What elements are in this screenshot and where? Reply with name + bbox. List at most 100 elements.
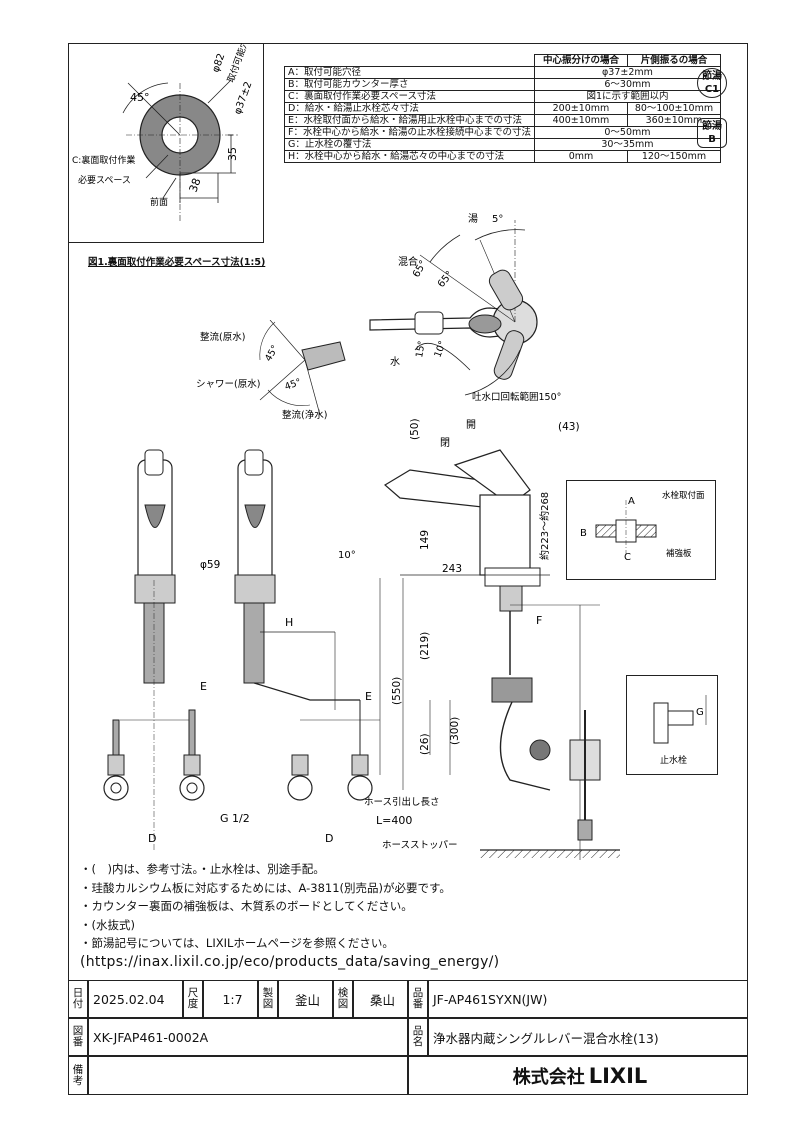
spray-deg1: 45° [263,343,281,363]
label-close: 閉 [440,437,450,449]
dim-G12: G 1/2 [220,812,250,825]
spec-key: D：給水・給湯止水栓芯々寸法 [284,102,535,115]
fig1-angle: 45° [130,91,150,104]
spray-s3: 整流(浄水) [282,409,327,421]
spec-row: G：止水栓の覆寸法 30～35mm [284,138,721,151]
note-line: ・( )内は、参考寸法。・止水栓は、別途手配。 [80,862,325,876]
mount-detail-box [566,480,716,580]
setto-b-badge: 節湯 B [697,118,727,148]
top-view-15: 15° [414,340,428,358]
top-view-spout: 吐水口回転範囲150° [472,391,561,403]
spec-value: 6～30mm [533,78,721,91]
fig1-caption: 図1.裏面取付作業必要スペース寸法(1:5) [88,257,266,268]
detail-stop-valve: 止水栓 [660,754,687,766]
checker-value: 桑山 [353,980,408,1018]
detail-A: A [628,496,635,507]
note-line: ・(水抜式) [80,917,135,932]
label-hose-stopper: ホースストッパー [382,840,458,851]
dim-219: (219) [419,632,431,660]
fig1-work-space2: 必要スペース [78,174,131,186]
spec-value: 400±10mm [533,114,628,127]
label-hose-L: L=400 [376,814,412,827]
top-view-mizu: 水 [390,356,400,368]
spec-value: φ37±2mm [533,66,721,79]
mount-detail-drawing: A B C 水栓取付面 補強板 [580,490,705,563]
dim-E1: E [200,680,207,693]
note-line: ・節湯記号については、LIXILホームページを参照ください。 [80,936,394,950]
top-view-10: 10° [432,339,448,359]
top-view-65b: 65° [436,269,456,290]
note-line: ・カウンター裏面の補強板は、木質系のボードとしてください。 [80,899,413,913]
dim-149: 149 [419,530,431,550]
top-view-drawing: 湯 5° 混合 65° 65° 水 15° 10° 吐水口回転範囲150° [369,212,561,403]
spray-s1: 整流(原水) [200,331,245,343]
detail-B: B [580,528,587,539]
dim-F: F [536,614,542,627]
label-hose-len: ホース引出し長さ [364,796,440,808]
spec-row: E：水栓取付面から給水・給湯用止水栓中心までの寸法 400±10mm 360±1… [284,114,721,127]
spec-value: 図1に示す範囲以内 [533,90,721,103]
spec-key: G：止水栓の覆寸法 [284,138,535,151]
drawer-value: 釜山 [278,980,333,1018]
label-open: 開 [466,419,476,431]
remark-label: 備考 [68,1056,88,1095]
check-label: 検図 [333,980,353,1018]
spec-key: B：取付可能カウンター厚さ [284,78,535,91]
spec-header-center: 中心振分けの場合 [533,54,628,67]
detail-mount-face: 水栓取付面 [662,490,705,501]
company-name: 株式会社 [512,1066,585,1088]
spec-row: C：裏面取付作業必要スペース寸法 図1に示す範囲以内 [284,90,721,103]
part-no-value: JF-AP461SYXN(JW) [428,980,748,1018]
fig1-dim38: 38 [187,176,204,194]
spec-key: A：取付可能穴径 [284,66,535,79]
fig1-hole-label: 取付可能穴 [225,43,252,84]
dim-10deg: 10° [338,550,356,561]
dim-E2: E [365,690,372,703]
side-elevation-drawing: φ59 H E E D D G 1/2 (50) 閉 開 (43) 10° 14… [103,418,620,860]
spec-value: 0mm [533,150,628,163]
spec-value: 200±10mm [533,102,628,115]
top-view-mix: 混合 [398,255,418,268]
spec-row: F：水栓中心から給水・給湯の止水栓接続中心までの寸法 0～50mm [284,126,721,139]
spec-key: E：水栓取付面から給水・給湯用止水栓中心までの寸法 [284,114,535,127]
dim-50: (50) [409,418,421,440]
spray-s2: シャワー(原水) [196,378,260,390]
spec-header-one-side: 片側振るの場合 [626,54,721,67]
spec-table: 中心振分けの場合 片側振るの場合 A：取付可能穴径 φ37±2mm B：取付可能… [284,54,721,163]
fig1-work-space: C:裏面取付作業 [72,154,135,166]
detail-reinforce: 補強板 [666,548,692,559]
spec-row: D：給水・給湯止水栓芯々寸法 200±10mm 80～100±10mm [284,102,721,115]
scale-label: 尺度 [183,980,203,1018]
top-view-yu-deg: 5° [492,214,503,225]
faucet-front-left [103,449,205,850]
dim-550: (550) [391,677,403,705]
dim-phi59: φ59 [200,559,220,571]
note-line: ・珪酸カルシウム板に対応するためには、A-3811(別売品)が必要です。 [80,880,451,895]
fig1-dim35: 35 [226,147,239,161]
badge-top: 節湯 [702,71,722,82]
spec-value: 80～100±10mm [626,102,721,115]
spec-row: A：取付可能穴径 φ37±2mm [284,66,721,79]
dim-268: 約223～約268 [538,492,551,560]
detail-G: G [696,707,704,718]
valve-detail-box [626,675,718,775]
setto-c1-badge: 節湯 C1 [697,68,727,98]
part-label: 品番 [408,980,428,1018]
fig1-phi82: φ82 [210,52,227,74]
dim-300: (300) [449,717,461,745]
notes: ・( )内は、参考寸法。・止水栓は、別途手配。 ・珪酸カルシウム板に対応するため… [80,860,499,971]
dim-243: 243 [442,563,462,575]
name-label: 品名 [408,1018,428,1056]
dim-26: (26) [419,733,431,755]
date-label: 日付 [68,980,88,1018]
product-name-value: 浄水器内蔵シングルレバー混合水栓(13) [428,1018,748,1056]
fig1-hole-dim: φ37±2 [232,80,254,116]
badge-bottom: B [708,134,716,145]
scale-value: 1:7 [203,980,258,1018]
spec-value: 30～35mm [533,138,721,151]
fig1-box [68,43,264,243]
valve-elevation [480,710,620,858]
spray-deg2: 45° [283,377,303,393]
note-url: (https://inax.lixil.co.jp/eco/products_d… [80,953,500,970]
faucet-front-right [234,449,380,801]
